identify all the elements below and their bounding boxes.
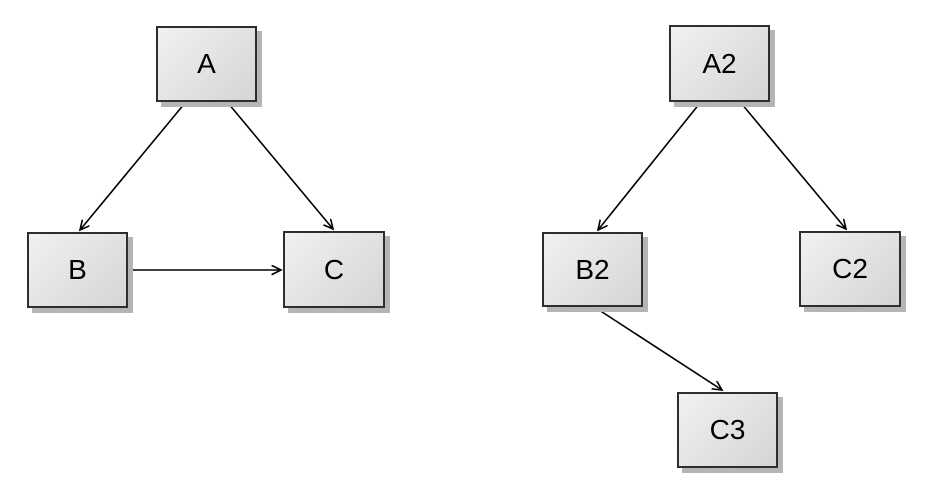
node-B[interactable]: B [27,232,128,308]
node-label: B [68,254,87,285]
edge-A-B [80,102,186,230]
node-label: C3 [709,414,746,445]
node-label: B2 [575,253,610,285]
node-A2[interactable]: A2 [669,25,770,102]
node-label: C2 [832,253,868,284]
node-label: C [323,253,345,285]
node-C2[interactable]: C2 [799,231,901,307]
node-B2[interactable]: B2 [542,232,643,307]
edge-A2-C2 [740,102,846,229]
edge-A-C [227,102,333,229]
node-A[interactable]: A [156,26,257,102]
node-label: A [197,48,216,79]
node-label: A2 [702,47,737,79]
edge-A2-B2 [598,102,701,230]
edge-B2-C3 [595,307,722,390]
node-C3[interactable]: C3 [677,392,778,468]
node-C[interactable]: C [283,231,385,308]
